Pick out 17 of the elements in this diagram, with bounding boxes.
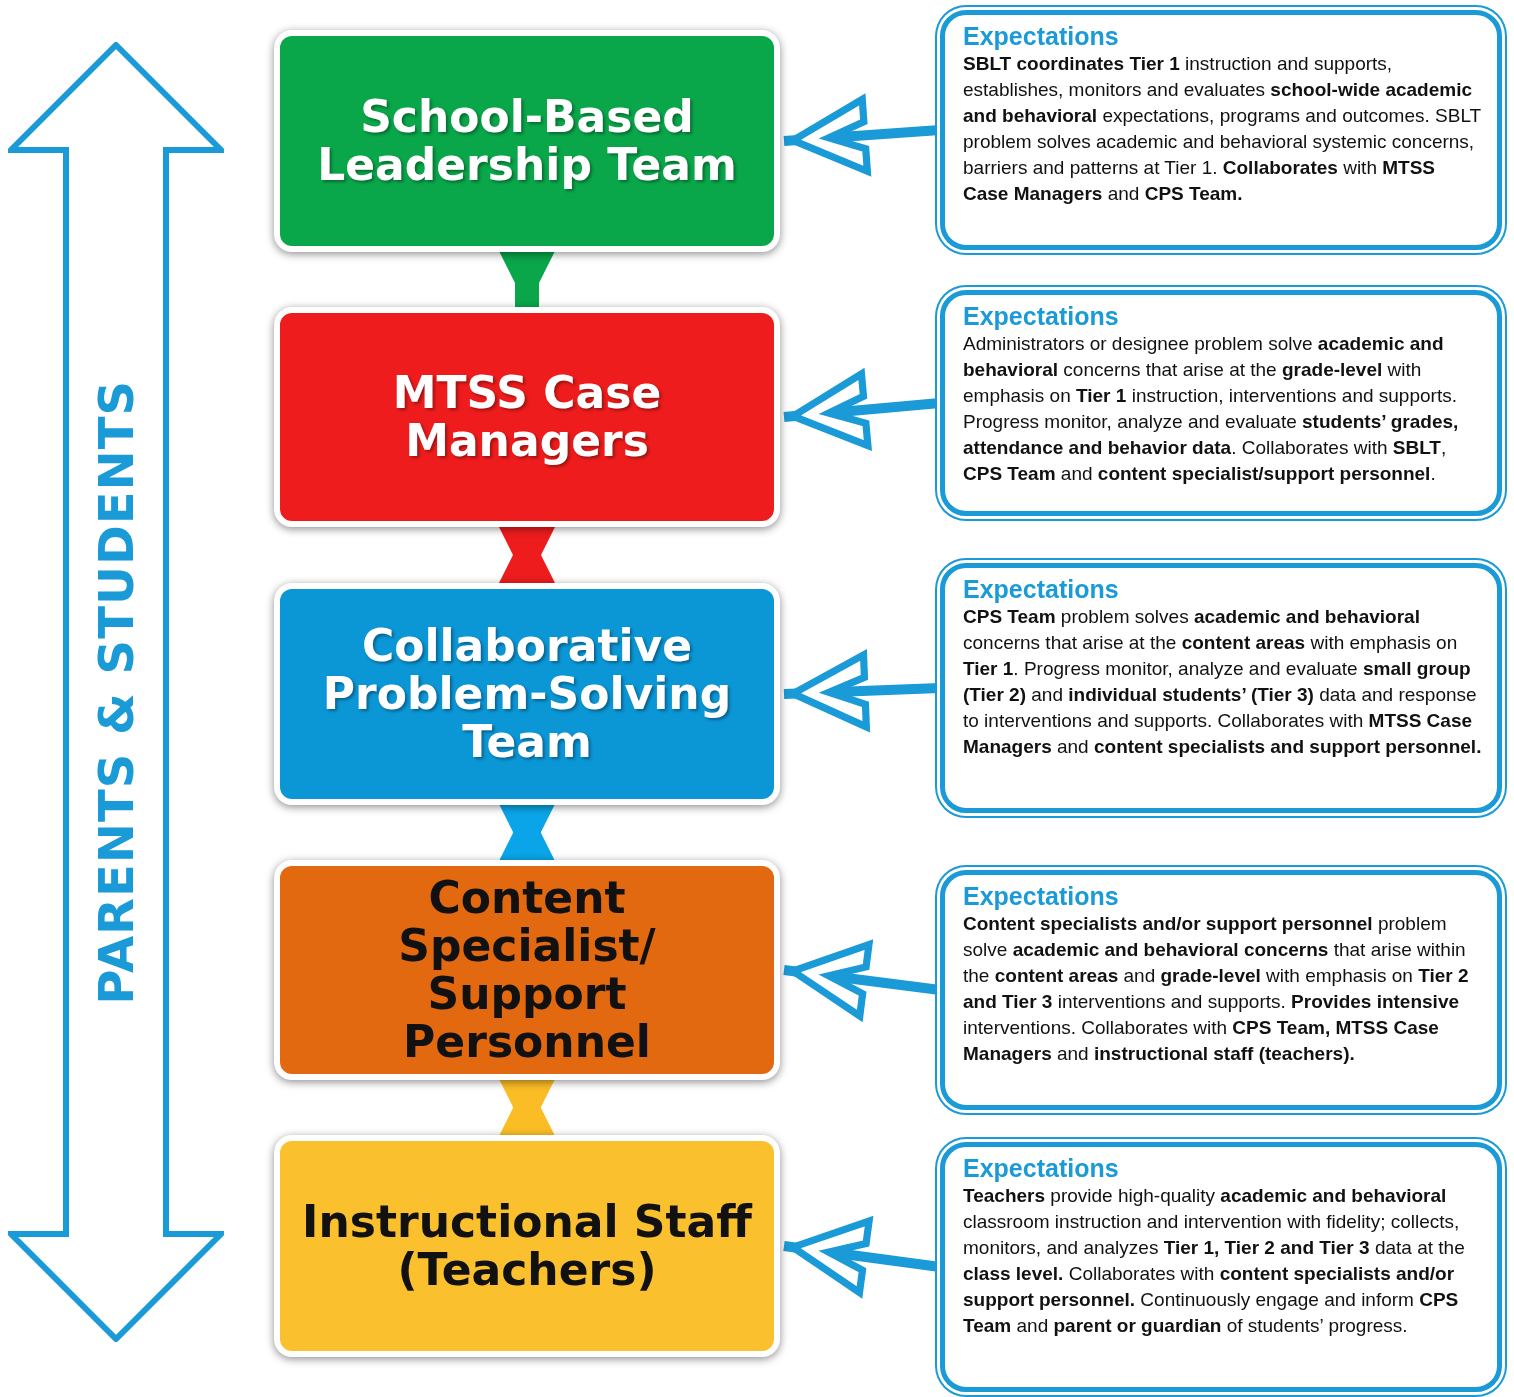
description-text: Content specialists and/or support personnel problem solve academic and behavioral concerns that arise within the content areas and grade-level with emphasis on Tier 2 and Tier 3 interventions and supports. Provides intensive interventions. Collaborates with CPS Team, MTSS Case Managers and instructional staff (teachers).: [963, 912, 1470, 1066]
box-heading: Expectations: [963, 574, 1120, 604]
team-title: Collaborative Problem-Solving Team: [321, 622, 733, 766]
description-text: Administrators or designee problem solve academic and behavioral concerns that arise at the grade-level with emphasis on Tier 1 instruction, interventions and supports. Progress monitor, analyze and evaluate students’ grades, attendance and behavior data. Collaborates with SBLT, CPS Team and content specialist/support personnel.: [963, 332, 1460, 486]
double-arrow-banner: [8, 42, 224, 1342]
banner-text: PARENTS & STUDENTS: [88, 379, 144, 1005]
description-text: CPS Team problem solves academic and behavioral concerns that arise at the content areas with emphasis on Tier 1. Progress monitor, analyze and evaluate small group (Tier 2) and individual students’ (Tier 3) data and response to interventions and supports. Collaborates with MTSS Case Managers and content specialists and support personnel.: [963, 605, 1483, 759]
description-text: SBLT coordinates Tier 1 instruction and supports, establishes, monitors and evaluates school-wide academic and behavioral expectations, programs and outcomes. SBLT problem solves academic and behavioral systemic concerns, barriers and patterns at Tier 1. Collaborates with MTSS Case Managers and CPS Team.: [963, 52, 1482, 206]
box-heading: Expectations: [963, 881, 1120, 911]
team-title: MTSS Case Managers: [391, 369, 663, 465]
description-text: Teachers provide high-quality academic and behavioral classroom instruction and intervention with fidelity; collects, monitors, and analyzes Tier 1, Tier 2 and Tier 3 data at the class level. Collaborates with content specialists and/or support personnel. Continuously engage and inform CPS Team and parent or guardian of students’ progress.: [963, 1184, 1466, 1338]
box-heading: Expectations: [963, 21, 1120, 51]
box-heading: Expectations: [963, 1153, 1120, 1183]
team-title: School-Based Leadership Team: [316, 93, 738, 189]
box-heading: Expectations: [963, 301, 1120, 331]
team-title: Instructional Staff (Teachers): [301, 1198, 754, 1294]
team-title: Content Specialist/ Support Personnel: [397, 874, 657, 1066]
